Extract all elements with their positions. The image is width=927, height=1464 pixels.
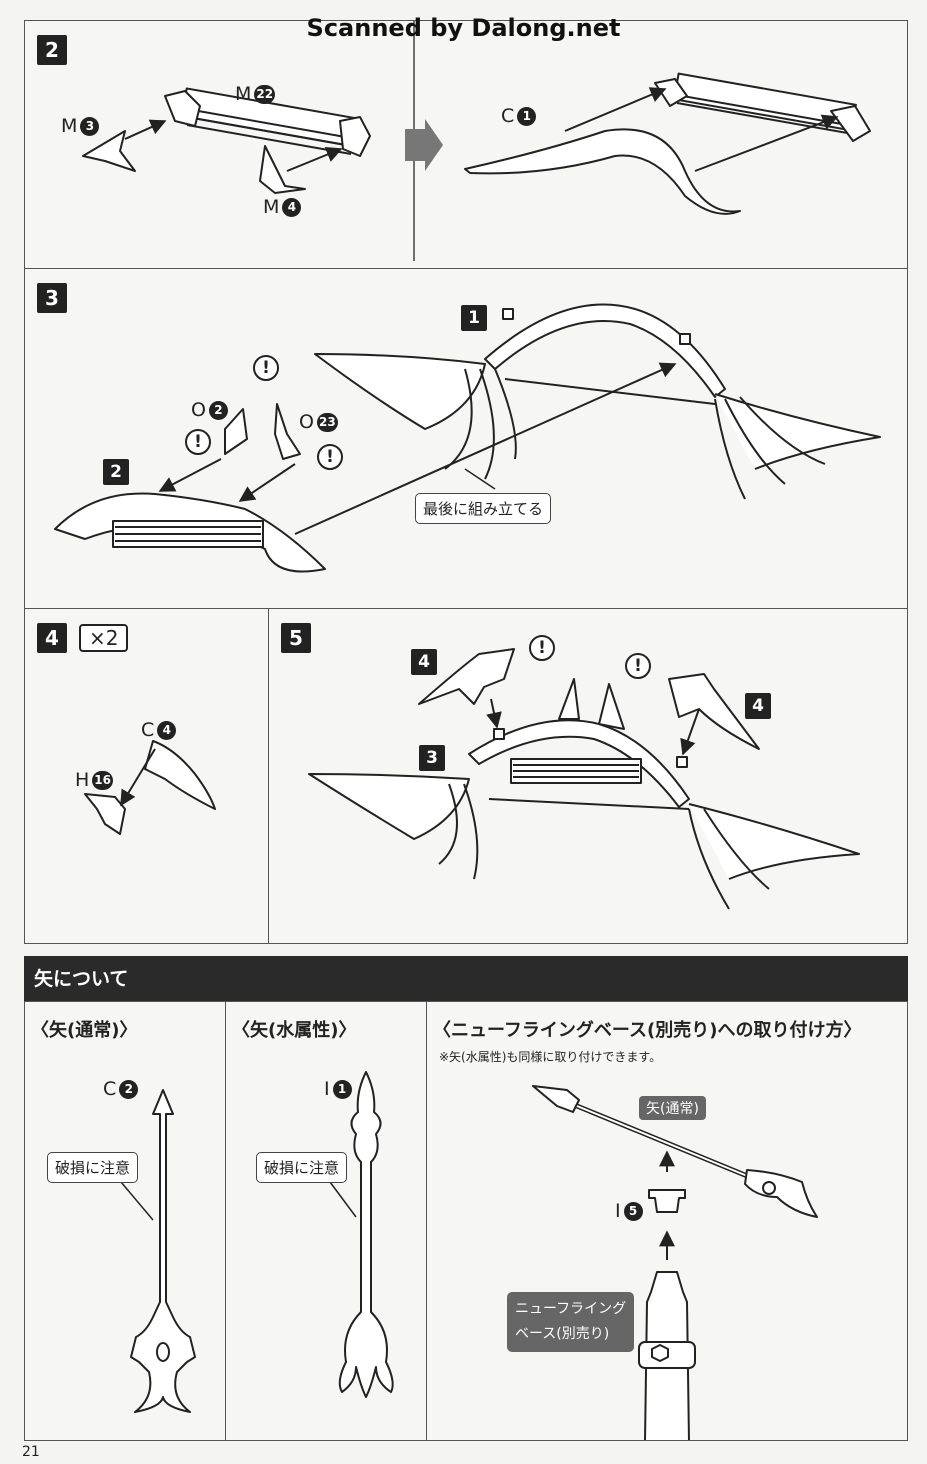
- grip-assembly-left: [164, 87, 371, 157]
- step-2-badge: 2: [37, 35, 67, 65]
- arrow-mount-note: ※矢(水属性)も同様に取り付けできます。: [439, 1050, 662, 1064]
- arrow-mount-title: 〈ニューフライングベース(別売り)への取り付け方〉: [433, 1020, 862, 1041]
- fragile-callout: 破損に注意: [47, 1152, 139, 1183]
- arrows-section-header: 矢について: [24, 956, 908, 1002]
- assemble-last-callout: 最後に組み立てる: [415, 493, 552, 524]
- flying-base-illustration: [638, 1230, 696, 1440]
- warning-icon: !: [529, 635, 555, 661]
- arrow-water-title: 〈矢(水属性)〉: [232, 1020, 357, 1041]
- part-h16: [84, 793, 126, 835]
- flying-base-tag-line1: ニューフライング: [515, 1301, 627, 1317]
- bow-limb-assembled: [464, 72, 871, 215]
- step-4-badge: 4: [37, 623, 67, 653]
- step-4-illustration: [84, 740, 216, 835]
- bow-assembly-1: [314, 303, 881, 500]
- sub-step-3-badge: 3: [419, 745, 445, 771]
- watermark: Scanned by Dalong.net: [306, 14, 621, 42]
- warning-icon: !: [185, 429, 211, 455]
- warning-icon: !: [253, 355, 279, 381]
- page-number: 21: [22, 1444, 40, 1460]
- arrow-normal-tag: 矢(通常): [639, 1096, 706, 1120]
- part-o23: [274, 403, 301, 460]
- step-3-badge: 3: [37, 283, 67, 313]
- fragile-callout: 破損に注意: [256, 1152, 348, 1183]
- step-2-panel: 2: [24, 20, 908, 269]
- warning-icon: !: [317, 444, 343, 470]
- step-3-illustration: [54, 303, 881, 573]
- flying-base-tag: ニューフライング ベース(別売り): [507, 1292, 635, 1352]
- arrow-normal-title: 〈矢(通常)〉: [31, 1020, 138, 1041]
- part-left-wing-tip: [418, 648, 515, 705]
- bow-complete: [308, 678, 860, 910]
- flying-base-tag-line2: ベース(別売り): [515, 1326, 610, 1342]
- part-c4: [144, 740, 216, 810]
- arrow-mount-illustration: [532, 1085, 818, 1440]
- next-arrow: [405, 119, 443, 171]
- sub-step-4-badge: 4: [411, 649, 437, 675]
- step-5-illustration: [308, 648, 860, 910]
- arrow-water-illustration: [329, 1071, 394, 1398]
- sub-step-2-badge: 2: [103, 459, 129, 485]
- step-5-panel: 5 4 4 3 !: [268, 608, 908, 944]
- arrow-illustration: [532, 1085, 818, 1218]
- step-2-illustration: [82, 21, 871, 261]
- bow-assembly-2: [54, 492, 326, 573]
- part-o2: [224, 408, 248, 455]
- adapter-part-i5: [648, 1150, 686, 1213]
- arrow-mount-panel: 〈ニューフライングベース(別売り)への取り付け方〉 ※矢(水属性)も同様に取り付…: [426, 1001, 908, 1441]
- sub-step-1-badge: 1: [461, 305, 487, 331]
- part-m3: [82, 130, 136, 172]
- multiplier-badge: ×2: [79, 624, 129, 652]
- warning-icon: !: [625, 653, 651, 679]
- step-5-badge: 5: [281, 623, 311, 653]
- arrow-normal-illustration: [120, 1089, 196, 1413]
- part-m4: [259, 145, 306, 194]
- sub-step-4-badge: 4: [745, 693, 771, 719]
- step-3-panel: 3: [24, 268, 908, 610]
